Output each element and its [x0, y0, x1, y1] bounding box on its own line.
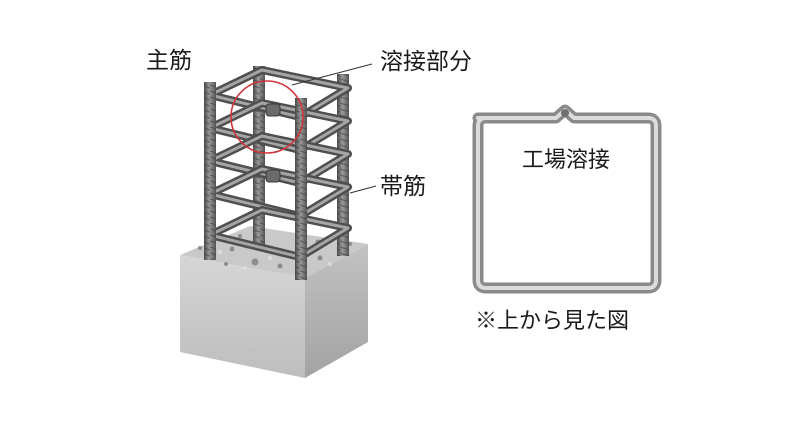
top-view-hoop — [472, 104, 662, 294]
hoop-rebars — [206, 66, 352, 261]
weld-lump — [265, 103, 281, 117]
weld-lump — [265, 169, 281, 183]
concrete-side — [305, 244, 368, 378]
concrete-front — [180, 255, 305, 378]
label-hoop-rebar: 帯筋 — [380, 174, 426, 200]
main-rebars-front — [204, 82, 307, 280]
weld-highlight-circle — [230, 80, 304, 154]
label-main-rebar: 主筋 — [146, 48, 192, 74]
label-top-view-note: ※上から見た図 — [475, 309, 630, 334]
leader-weld — [291, 63, 373, 86]
top-view-weld-point — [561, 109, 569, 117]
label-factory-weld: 工場溶接 — [522, 148, 611, 173]
label-weld-part: 溶接部分 — [380, 49, 472, 75]
leader-hoop — [349, 185, 377, 194]
leader-lines — [291, 63, 377, 194]
